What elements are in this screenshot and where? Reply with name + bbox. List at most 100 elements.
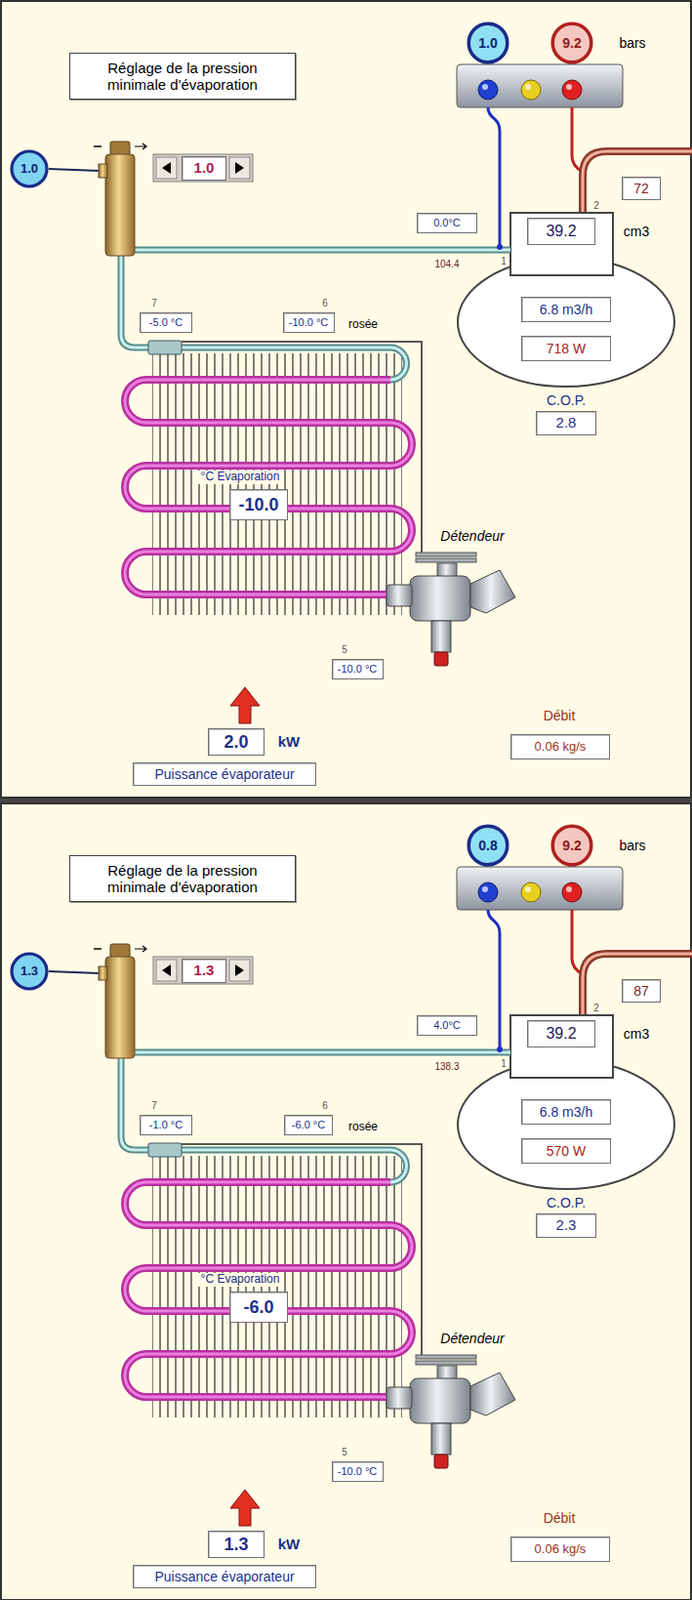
value-text: -10.0 °C	[337, 662, 377, 676]
value-text: 0.06 kg/s	[534, 1542, 587, 1557]
value-box: -6.0 °C	[284, 1114, 333, 1136]
value-box: 2.8	[535, 410, 597, 436]
label-text: 104.4	[434, 258, 459, 271]
label-text: Détendeur	[440, 528, 504, 544]
value-text: 6.8 m3/h	[539, 301, 593, 318]
value-text: 72	[633, 180, 650, 197]
value-box: 87	[621, 978, 661, 1003]
value-text: Réglage de la pression minimale d'évapor…	[85, 861, 280, 896]
label-text: kW	[278, 1535, 301, 1552]
pressure-gauge: 1.0	[466, 21, 510, 65]
pressure-gauge: 9.2	[550, 823, 594, 867]
label-text: 7	[151, 297, 158, 310]
value-box: 4.0°C	[416, 1015, 478, 1036]
label-text: C.O.P.	[546, 392, 586, 408]
label-text: C.O.P.	[546, 1194, 586, 1211]
label-text: bars	[618, 35, 646, 51]
value-text: Puissance évaporateur	[154, 1568, 294, 1585]
value-text: 4.0°C	[433, 1018, 461, 1032]
caption-box: Puissance évaporateur	[132, 762, 317, 786]
value-text: 2.8	[556, 413, 577, 431]
setpoint-value: 1.0	[181, 156, 227, 181]
value-box: -10.0 °C	[331, 1461, 384, 1482]
value-text: 1.3	[223, 1534, 248, 1555]
pressure-gauge: 0.8	[466, 823, 510, 867]
value-box: -6.0	[229, 1291, 288, 1323]
label-text: rosée	[348, 1120, 378, 1135]
pressure-gauge: 9.2	[550, 21, 594, 65]
label-text: °C Evaporation	[198, 470, 284, 485]
caption-box: Puissance évaporateur	[132, 1564, 317, 1588]
value-text: -6.0 °C	[291, 1118, 326, 1132]
gauge-ring	[552, 825, 592, 865]
value-text: 9.2	[562, 837, 581, 854]
value-text: 718 W	[546, 340, 586, 357]
value-text: 9.2	[562, 35, 581, 51]
label-text: Débit	[543, 707, 576, 724]
value-text: 1.3	[20, 964, 39, 979]
value-text: 1.0	[20, 162, 39, 177]
panel-drawing	[0, 803, 692, 1600]
value-text: -6.0	[243, 1297, 274, 1318]
gauge-ring	[468, 825, 508, 865]
value-text: 570 W	[546, 1142, 586, 1159]
value-text: -10.0 °C	[337, 1465, 377, 1478]
value-box: -10.0 °C	[283, 312, 335, 333]
label-text: 5	[341, 644, 348, 656]
label-text: rosée	[348, 318, 378, 332]
value-text: 0.06 kg/s	[534, 739, 587, 755]
value-box: -10.0 °C	[331, 658, 384, 680]
label-text: °C Evaporation	[198, 1272, 284, 1287]
value-box: 1.3	[207, 1530, 265, 1558]
value-text: 2.0	[223, 732, 248, 753]
value-text: 87	[633, 982, 650, 999]
value-text: 0.0°C	[433, 216, 461, 230]
value-box: 0.06 kg/s	[510, 733, 611, 760]
label-text: 2	[593, 200, 600, 212]
label-text: cm3	[623, 1025, 650, 1042]
label-text: 1	[500, 255, 507, 268]
gauge-ring	[11, 953, 47, 989]
value-text: -10.0	[238, 494, 279, 516]
value-text: 1.0	[194, 159, 215, 176]
value-text: 39.2	[545, 222, 576, 241]
pressure-gauge: 1.3	[9, 951, 49, 991]
value-box: 6.8 m3/h	[521, 296, 611, 323]
value-text: 0.8	[478, 837, 497, 854]
value-box: 72	[621, 176, 661, 201]
label-text: 138.3	[434, 1060, 459, 1073]
value-text: -10.0 °C	[288, 316, 328, 329]
label-text: 5	[341, 1446, 348, 1459]
title-box: Réglage de la pression minimale d'évapor…	[69, 52, 296, 100]
value-box: 0.06 kg/s	[510, 1536, 611, 1562]
label-text: Détendeur	[440, 1330, 504, 1346]
setpoint-value: 1.3	[181, 958, 227, 983]
gauge-ring	[11, 151, 47, 187]
label-text: Débit	[543, 1509, 576, 1526]
value-box: -1.0 °C	[139, 1114, 193, 1136]
value-box: 718 W	[521, 335, 611, 362]
value-text: Réglage de la pression minimale d'évapor…	[85, 59, 280, 94]
label-text: kW	[278, 732, 301, 750]
value-box: 570 W	[521, 1138, 611, 1164]
gauge-ring	[468, 23, 508, 63]
value-text: 39.2	[545, 1024, 576, 1043]
value-text: 6.8 m3/h	[539, 1103, 593, 1120]
label-text: 2	[593, 1002, 600, 1015]
gauge-ring	[552, 23, 592, 63]
label-text: cm3	[623, 223, 650, 240]
panel-drawing	[0, 0, 692, 798]
value-text: 1.0	[478, 35, 497, 51]
title-box: Réglage de la pression minimale d'évapor…	[69, 854, 296, 902]
value-text: 1.3	[194, 961, 215, 978]
value-text: Puissance évaporateur	[154, 766, 294, 782]
label-text: 6	[322, 297, 328, 310]
pressure-gauge: 1.0	[9, 149, 49, 189]
value-box: 2.3	[535, 1213, 597, 1238]
value-text: -5.0 °C	[149, 316, 183, 329]
value-box: 2.0	[207, 728, 265, 756]
value-box: 0.0°C	[416, 212, 478, 234]
label-text: 1	[500, 1058, 507, 1070]
value-box: -10.0	[229, 488, 288, 521]
